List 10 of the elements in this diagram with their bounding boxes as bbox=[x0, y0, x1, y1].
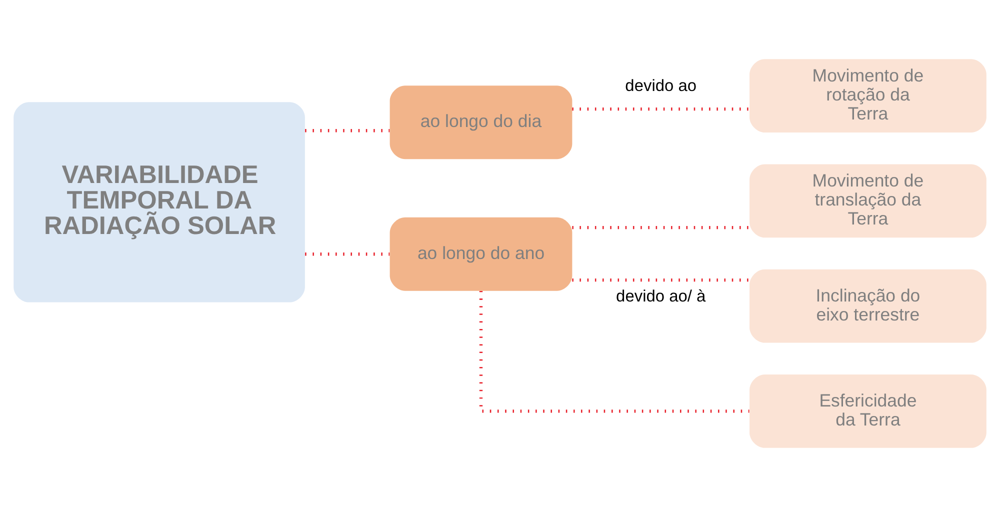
edge-label: devido ao bbox=[625, 77, 697, 96]
node-box: ao longo do ano bbox=[390, 217, 572, 291]
connector bbox=[479, 290, 750, 413]
node-box: Movimento de translação da Terra bbox=[750, 164, 986, 238]
node-box: Movimento de rotação da Terra bbox=[750, 59, 986, 133]
node-box: Inclinação do eixo terrestre bbox=[750, 269, 986, 343]
node-box: VARIABILIDADE TEMPORAL DA RADIAÇÃO SOLAR bbox=[14, 102, 305, 302]
node-box: ao longo do dia bbox=[390, 86, 572, 160]
node-box: Esfericidade da Terra bbox=[750, 374, 986, 448]
edge-label: devido ao/ à bbox=[616, 288, 706, 306]
